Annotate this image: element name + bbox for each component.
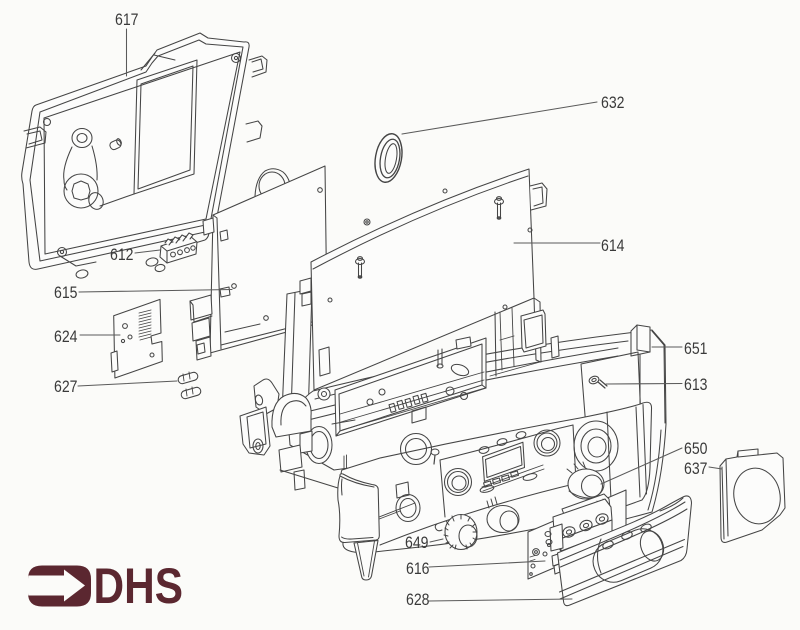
svg-text:628: 628	[406, 591, 430, 609]
svg-text:650: 650	[684, 440, 708, 458]
svg-text:617: 617	[115, 11, 139, 29]
svg-text:627: 627	[54, 378, 78, 396]
svg-text:637: 637	[684, 460, 708, 478]
svg-text:612: 612	[110, 246, 134, 264]
svg-text:615: 615	[54, 284, 78, 302]
svg-text:613: 613	[684, 376, 708, 394]
svg-text:616: 616	[406, 560, 430, 578]
svg-text:651: 651	[684, 340, 708, 358]
svg-text:624: 624	[54, 328, 78, 346]
svg-text:DHS: DHS	[94, 558, 184, 614]
svg-text:649: 649	[405, 534, 429, 552]
svg-text:614: 614	[601, 237, 625, 255]
svg-text:632: 632	[601, 94, 625, 112]
